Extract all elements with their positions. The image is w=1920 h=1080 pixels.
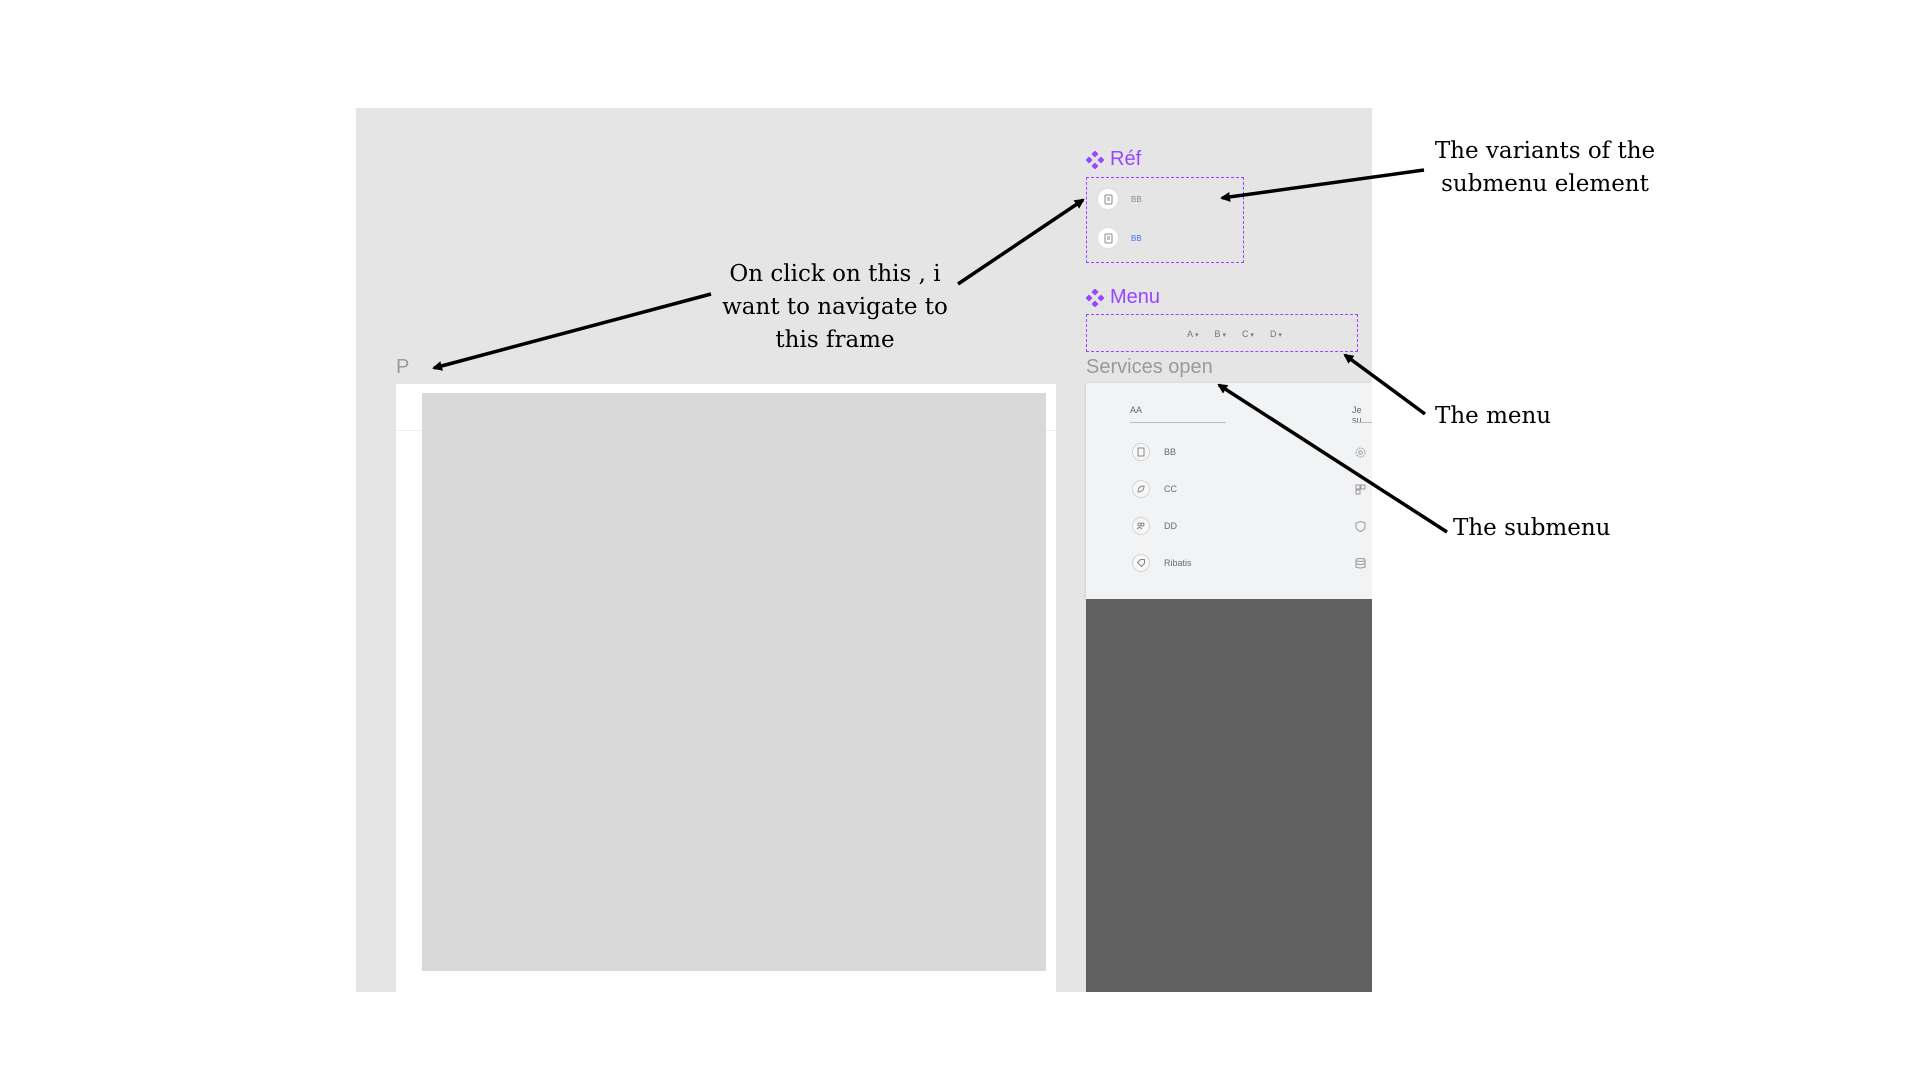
component-icon <box>1086 150 1104 169</box>
leaf-icon <box>1132 480 1150 498</box>
menu-item-c[interactable]: C <box>1242 329 1254 339</box>
annotation-click-line3: this frame <box>775 327 895 353</box>
grid-icon <box>1352 481 1368 497</box>
frame-p-placeholder <box>422 393 1046 971</box>
design-canvas[interactable]: P Réf BB BB <box>356 108 1372 992</box>
submenu-item-dd-label: DD <box>1164 521 1177 531</box>
ref-variant-1[interactable]: BB <box>1097 188 1142 210</box>
menu-component-title[interactable]: Menu <box>1086 286 1160 309</box>
annotation-variants-note: The variants of the submenu element <box>1400 135 1690 201</box>
annotation-click-line2: want to navigate to <box>722 294 948 320</box>
tag-icon <box>1132 554 1150 572</box>
submenu-left-underline <box>1130 422 1226 423</box>
shield-icon <box>1352 518 1368 534</box>
dark-overlay-area <box>1086 599 1372 992</box>
ref-component-title[interactable]: Réf <box>1086 148 1141 171</box>
annotation-click-note: On click on this , i want to navigate to… <box>690 258 980 357</box>
gear-icon <box>1352 444 1368 460</box>
annotation-menu-note: The menu <box>1435 403 1552 429</box>
people-icon <box>1132 517 1150 535</box>
annotation-variants-line1: The variants of the <box>1434 138 1656 164</box>
menu-item-a[interactable]: A <box>1187 329 1198 339</box>
submenu-item-bb[interactable]: BB <box>1132 443 1176 461</box>
submenu-item-bb-label: BB <box>1164 447 1177 457</box>
submenu-item-ribatis-label: Ribatis <box>1164 558 1192 568</box>
submenu-right-underline <box>1352 422 1372 423</box>
frame-p-label[interactable]: P <box>396 356 410 378</box>
annotation-submenu-note: The submenu <box>1453 515 1611 541</box>
menu-title-text: Menu <box>1110 286 1161 308</box>
menu-container[interactable]: A B C D <box>1086 314 1358 352</box>
menu-items: A B C D <box>1187 329 1282 339</box>
submenu-item-ribatis[interactable]: Ribatis <box>1132 554 1192 572</box>
menu-item-b[interactable]: B <box>1214 329 1225 339</box>
document-icon <box>1097 188 1119 210</box>
component-icon <box>1086 288 1104 307</box>
submenu-item-cc-label: CC <box>1164 484 1177 494</box>
ref-title-text: Réf <box>1110 148 1142 170</box>
submenu-item-dd[interactable]: DD <box>1132 517 1177 535</box>
ref-variant-2[interactable]: BB <box>1097 227 1142 249</box>
document-icon <box>1097 227 1119 249</box>
submenu-item-cc[interactable]: CC <box>1132 480 1177 498</box>
annotation-click-line1: On click on this , i <box>729 261 941 287</box>
database-icon <box>1352 555 1368 571</box>
ref-variant-1-label: BB <box>1131 194 1142 204</box>
services-open-frame[interactable]: AA Je su BB CC DD <box>1086 383 1372 599</box>
annotation-variants-line2: submenu element <box>1441 171 1649 197</box>
services-open-label[interactable]: Services open <box>1086 356 1213 378</box>
menu-item-d[interactable]: D <box>1270 329 1282 339</box>
ref-variants-container[interactable]: BB BB <box>1086 177 1244 263</box>
document-icon <box>1132 443 1150 461</box>
submenu-left-header: AA <box>1130 405 1143 415</box>
frame-p[interactable] <box>396 384 1056 992</box>
ref-variant-2-label: BB <box>1131 233 1142 243</box>
